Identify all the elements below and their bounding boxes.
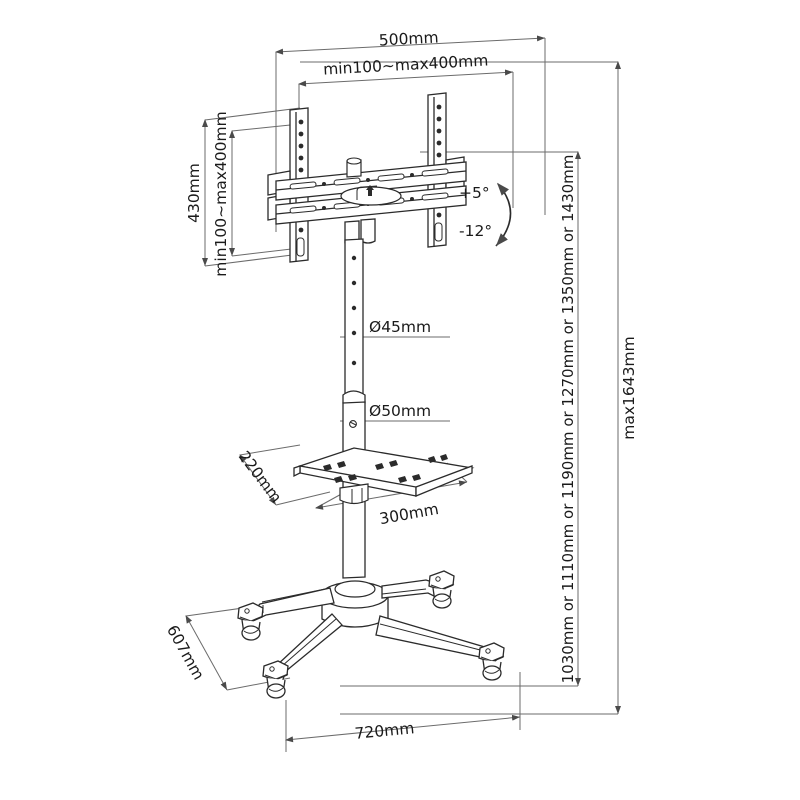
dim-pole-upper-diameter: Ø45mm [369, 318, 431, 336]
dim-shelf-width: 300mm [378, 500, 440, 528]
dim-bracket-height: 430mm [185, 163, 203, 223]
tilt-up-angle: +5° [459, 184, 490, 202]
swivel-caster [478, 642, 505, 681]
tilt-down-angle: -12° [459, 222, 492, 240]
dim-base-width: 720mm [354, 719, 415, 743]
tv-vesa-bracket [267, 92, 467, 263]
bracket-upper-crossbar [275, 161, 467, 201]
four-leg-caster-base [237, 570, 505, 699]
dim-pole-lower-diameter: Ø50mm [369, 402, 431, 420]
dim-top-overall-width: 500mm [378, 28, 439, 49]
dim-height-options: 1030mm or 1110mm or 1190mm or 1270mm or … [559, 155, 577, 684]
telescopic-pole [342, 238, 366, 579]
swivel-caster [237, 602, 264, 641]
dim-base-depth: 607mm [163, 622, 208, 683]
accessory-shelf [293, 447, 475, 505]
pole-upper-section [344, 238, 364, 401]
dimension-lines [185, 35, 621, 752]
tilt-arrow-icon [495, 182, 512, 247]
dim-vesa-height: min100~max400mm [212, 111, 230, 276]
swivel-caster [428, 570, 455, 609]
dim-max-total-height: max1643mm [620, 336, 638, 439]
dim-shelf-depth: 220mm [235, 448, 285, 507]
